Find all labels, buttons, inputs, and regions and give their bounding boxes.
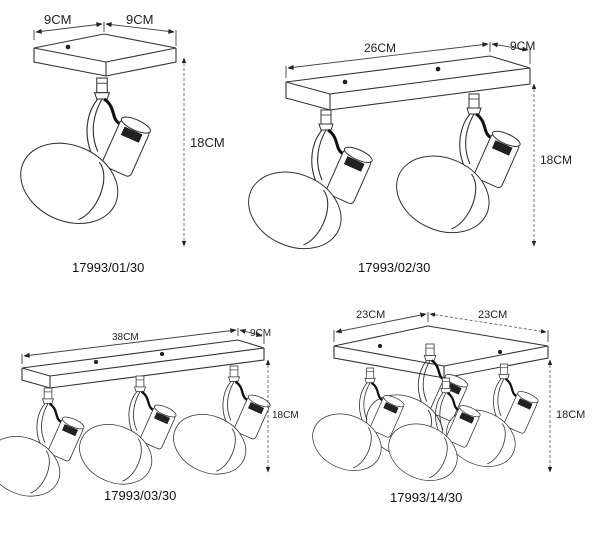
width-label: 23CM [356, 309, 385, 321]
depth-label: 9CM [250, 328, 271, 339]
spot-lamp-2 [382, 92, 524, 249]
product-code-label: 17993/03/30 [104, 488, 176, 503]
height-label: 18CM [272, 410, 299, 421]
product-17993-03: 38CM 9CM 18CM 17993/03/30 [0, 328, 299, 509]
spot-lamp-1 [234, 108, 376, 265]
width-label: 9CM [44, 12, 71, 27]
width-label: 26CM [364, 41, 396, 55]
width-dimension-line [335, 312, 427, 334]
spot-lamp [6, 76, 155, 240]
product-17993-14: 23CM 23CM 18CM 17993/14/30 [302, 309, 585, 505]
spot-lamp-2 [68, 374, 179, 497]
spot-lamp-1 [0, 386, 87, 509]
depth-dimension-line [239, 329, 263, 337]
width-dimension-line [35, 22, 103, 34]
depth-dimension-line [105, 22, 175, 34]
height-label: 18CM [190, 135, 225, 150]
product-code-label: 17993/02/30 [358, 260, 430, 275]
width-dimension-line [287, 42, 489, 70]
depth-label: 9CM [126, 12, 153, 27]
height-label: 18CM [556, 409, 585, 421]
product-code-label: 17993/01/30 [72, 260, 144, 275]
height-label: 18CM [540, 153, 572, 167]
product-code-label: 17993/14/30 [390, 490, 462, 505]
width-label: 38CM [112, 332, 139, 343]
depth-label: 23CM [478, 309, 507, 321]
width-dimension-line [23, 328, 237, 358]
spot-lamp-left [302, 366, 407, 483]
depth-dimension-line [429, 312, 547, 334]
spot-lamp-3 [162, 364, 273, 487]
depth-dimension-line [491, 42, 529, 52]
depth-label: 9CM [510, 39, 535, 53]
product-17993-02: 26CM 9CM 18CM 17993/02/30 [234, 39, 572, 275]
mount-plate-single [33, 33, 177, 77]
product-17993-01: 9CM 9CM 18CM 17993/01/30 [6, 12, 225, 275]
